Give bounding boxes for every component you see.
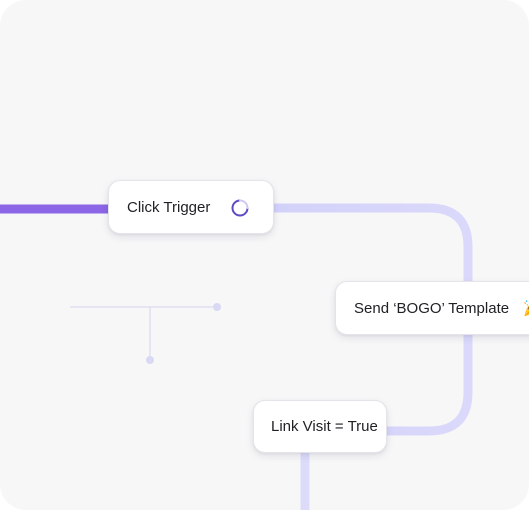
- link-visit-node[interactable]: Link Visit = True: [253, 400, 387, 453]
- muted-branch-dot-right: [213, 303, 221, 311]
- party-popper-icon: 🎉: [523, 299, 529, 317]
- send-template-label: Send ‘BOGO’ Template: [354, 299, 510, 317]
- send-template-node[interactable]: Send ‘BOGO’ Template 🎉: [335, 281, 529, 335]
- click-trigger-node[interactable]: Click Trigger: [108, 180, 274, 234]
- loading-spinner-icon: [231, 199, 249, 217]
- click-trigger-label: Click Trigger: [127, 198, 211, 216]
- muted-branch-dot-bottom: [146, 356, 154, 364]
- link-visit-label: Link Visit = True: [271, 418, 378, 435]
